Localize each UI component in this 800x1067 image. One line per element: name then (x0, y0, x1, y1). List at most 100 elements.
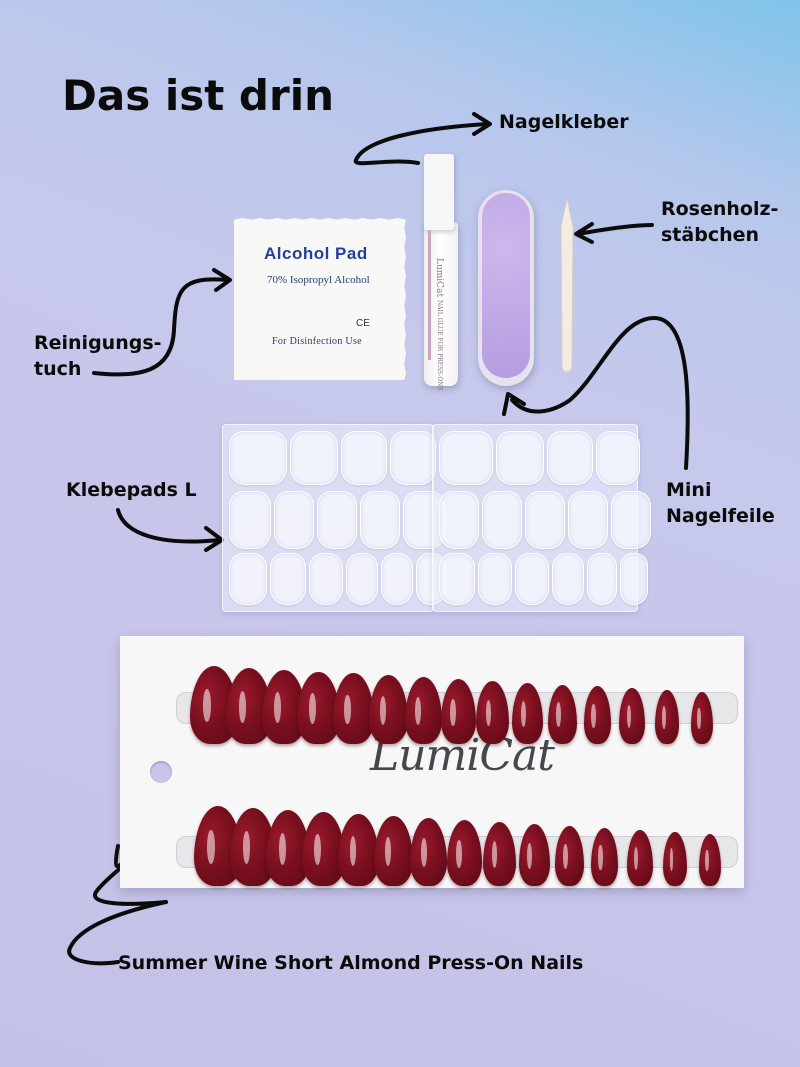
adhesive-pad (229, 553, 267, 605)
nail-highlight (379, 695, 386, 725)
nail-highlight (278, 832, 286, 865)
press-on-nail (338, 814, 379, 886)
nail-highlight (705, 849, 709, 872)
label-nagelkleber: Nagelkleber (499, 111, 629, 133)
adhesive-pad (620, 553, 648, 605)
heading: Das ist drin (62, 71, 334, 120)
adhesive-pad (229, 491, 271, 549)
press-on-nail (590, 828, 619, 886)
nail-highlight (273, 691, 282, 724)
adhesive-pad (547, 431, 593, 485)
press-on-nail (404, 677, 442, 744)
nail-glue-cap (424, 154, 454, 230)
arrow-stick (574, 222, 654, 244)
adhesive-pad (525, 491, 565, 549)
alcohol-pad: Alcohol Pad 70% Isopropyl Alcohol CE For… (234, 218, 406, 380)
press-on-nail (691, 692, 713, 744)
press-on-nail (482, 822, 516, 886)
nail-highlight (562, 844, 568, 870)
nail-highlight (626, 704, 631, 729)
label-nails: Summer Wine Short Almond Press-On Nails (118, 952, 584, 974)
nail-file-surface (482, 193, 530, 378)
press-on-nail (699, 834, 721, 886)
nail-highlight (203, 689, 212, 723)
arrow-file (502, 316, 690, 470)
adhesive-pad (229, 431, 287, 485)
nail-highlight (591, 703, 596, 728)
press-on-nail (297, 671, 340, 744)
adhesive-pad (496, 431, 544, 485)
adhesive-pad (309, 553, 343, 605)
nail-highlight (485, 699, 491, 727)
arrow-glue (353, 112, 492, 166)
nail-highlight (349, 835, 357, 866)
label-nagelfeile: Mini Nagelfeile (666, 479, 775, 527)
adhesive-pad (360, 491, 400, 549)
adhesive-pad (568, 491, 608, 549)
adhesive-pad (439, 553, 475, 605)
nail-highlight (491, 841, 498, 869)
adhesive-pad (515, 553, 549, 605)
nail-highlight (669, 848, 674, 871)
nail-highlight (697, 707, 701, 730)
nail-highlight (634, 846, 639, 871)
nail-highlight (520, 701, 526, 727)
alcohol-pad-subtitle: 70% Isopropyl Alcohol (267, 274, 370, 286)
nail-highlight (309, 693, 316, 724)
press-on-nail (626, 830, 653, 886)
adhesive-pad (341, 431, 387, 485)
nail-highlight (456, 839, 462, 868)
press-on-nail (662, 832, 687, 886)
nail-glue-stripe (428, 230, 431, 360)
press-on-nail (554, 826, 585, 886)
press-on-nail (440, 679, 476, 744)
adhesive-pad-sheet-left (222, 424, 446, 612)
press-on-nail (547, 684, 578, 744)
nail-highlight (238, 690, 247, 723)
nail-highlight (385, 837, 392, 867)
adhesive-pad (274, 491, 314, 549)
alcohol-pad-usage: For Disinfection Use (272, 336, 362, 347)
nail-highlight (420, 838, 427, 867)
nail-highlight (556, 702, 561, 728)
press-on-nail (518, 824, 550, 886)
nail-glue-side-text: NAIL GLUE FOR PRESS-ONS (436, 299, 443, 391)
adhesive-pad (439, 491, 479, 549)
press-on-nail (374, 816, 414, 886)
nail-highlight (344, 694, 351, 725)
label-klebepads: Klebepads L (66, 479, 197, 501)
nail-glue-label: LumiCat NAIL GLUE FOR PRESS-ONS (434, 258, 444, 391)
press-on-nail (512, 682, 544, 744)
press-on-nail (368, 675, 408, 744)
adhesive-pad (270, 553, 306, 605)
rosewood-stick (560, 197, 574, 373)
nail-highlight (242, 831, 251, 865)
adhesive-pad (439, 431, 493, 485)
press-on-nail (655, 690, 680, 744)
alcohol-pad-title: Alcohol Pad (264, 244, 368, 263)
adhesive-pad (478, 553, 512, 605)
adhesive-pad (290, 431, 338, 485)
adhesive-pad (596, 431, 640, 485)
press-on-nail (446, 820, 482, 886)
press-on-nail (333, 673, 374, 744)
nail-highlight (415, 697, 421, 726)
nail-highlight (661, 706, 666, 729)
adhesive-pad (552, 553, 584, 605)
nail-highlight (450, 698, 456, 726)
label-rosenholzstaebchen: Rosenholz- stäbchen (661, 198, 779, 246)
ce-mark: CE (356, 318, 370, 329)
nail-highlight (207, 830, 216, 864)
nail-highlight (314, 834, 321, 866)
press-on-nail (583, 686, 612, 744)
nail-glue-brand: LumiCat (434, 258, 444, 298)
adhesive-pad (611, 491, 651, 549)
arrow-wipe (92, 268, 232, 377)
adhesive-pad (482, 491, 522, 549)
press-on-nail (476, 680, 510, 744)
card-hang-hole (150, 761, 172, 783)
adhesive-pad (587, 553, 617, 605)
label-reinigungstuch: Reinigungs- tuch (34, 332, 162, 380)
nail-highlight (527, 842, 533, 869)
